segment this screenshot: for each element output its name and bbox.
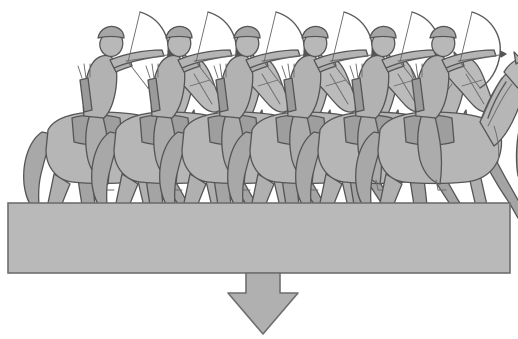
down-arrow-icon bbox=[228, 273, 298, 334]
platform-block bbox=[8, 203, 510, 273]
